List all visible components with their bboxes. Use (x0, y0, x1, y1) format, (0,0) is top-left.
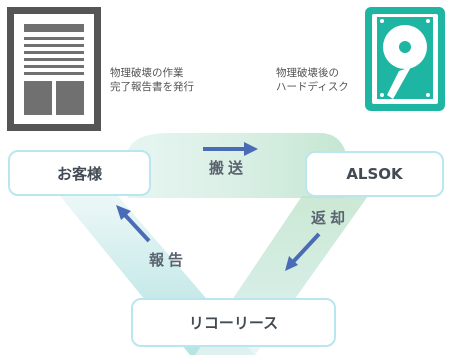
document-caption-line2: 完了報告書を発行 (110, 81, 194, 93)
hdd-caption: 物理破壊後の ハードディスク (276, 66, 349, 94)
node-recyclers-label: リコーリース (188, 314, 279, 332)
hdd-caption-line1: 物理破壊後の (276, 67, 339, 79)
node-alsok-label: ALSOK (346, 165, 403, 183)
document-caption-line1: 物理破壊の作業 (110, 67, 184, 79)
report-document-icon (7, 7, 101, 131)
flow-label-return: 返却 (311, 209, 350, 227)
return-arrow-icon (285, 232, 321, 271)
node-recyclers: リコーリース (131, 298, 336, 347)
node-customer: お客様 (8, 150, 151, 196)
hard-disk-icon (365, 7, 445, 111)
band-transport (128, 133, 345, 198)
flow-label-report: 報告 (149, 251, 188, 269)
node-alsok: ALSOK (305, 151, 444, 197)
node-customer-label: お客様 (56, 164, 102, 183)
hdd-caption-line2: ハードディスク (276, 81, 349, 93)
report-arrow-icon (116, 205, 151, 243)
transport-arrow-icon (203, 142, 258, 156)
document-caption: 物理破壊の作業 完了報告書を発行 (110, 66, 194, 94)
flow-label-transport: 搬送 (209, 159, 248, 177)
